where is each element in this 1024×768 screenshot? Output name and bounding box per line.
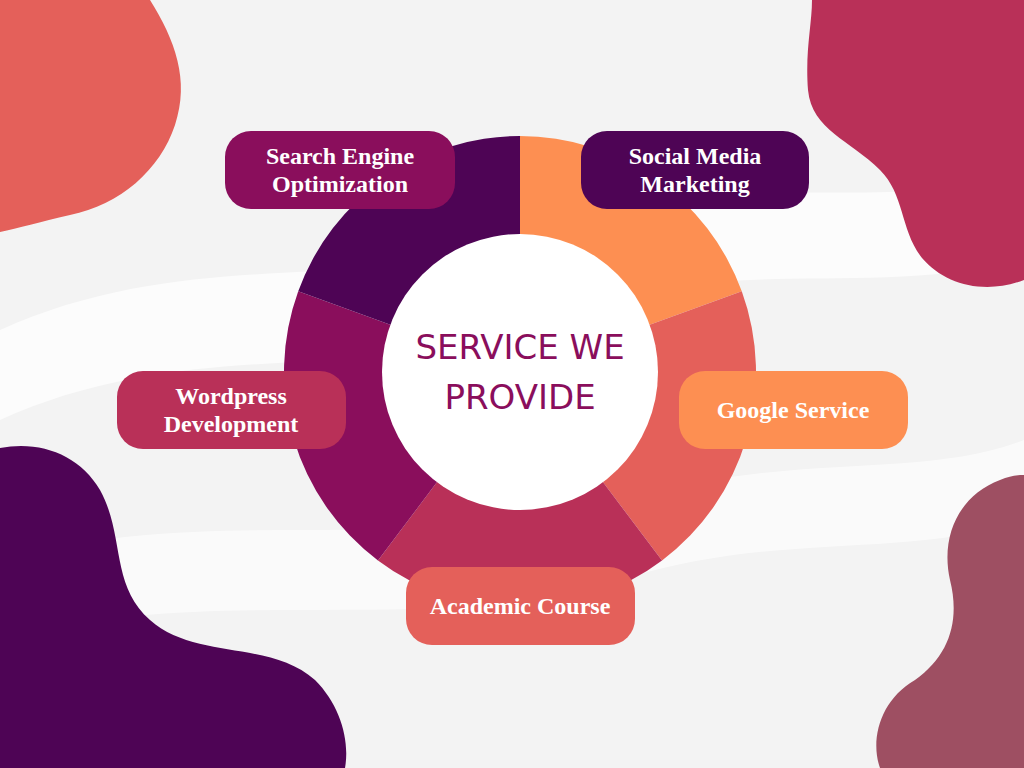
service-pill: Wordpress Development xyxy=(117,371,346,449)
service-label: Social Media Marketing xyxy=(601,142,789,198)
corner-blob xyxy=(0,446,346,768)
corner-blob xyxy=(0,0,181,232)
service-label: Search Engine Optimization xyxy=(245,142,435,198)
service-label: Google Service xyxy=(717,396,870,424)
center-title: SERVICE WE PROVIDE xyxy=(400,322,640,422)
corner-blob xyxy=(876,475,1024,768)
service-pill: Social Media Marketing xyxy=(581,131,809,209)
service-pill: Academic Course xyxy=(406,567,635,645)
service-label: Wordpress Development xyxy=(137,382,326,438)
service-label: Academic Course xyxy=(430,592,611,620)
corner-blob xyxy=(807,0,1024,287)
service-pill: Search Engine Optimization xyxy=(225,131,455,209)
service-pill: Google Service xyxy=(679,371,908,449)
center-circle xyxy=(382,234,658,510)
